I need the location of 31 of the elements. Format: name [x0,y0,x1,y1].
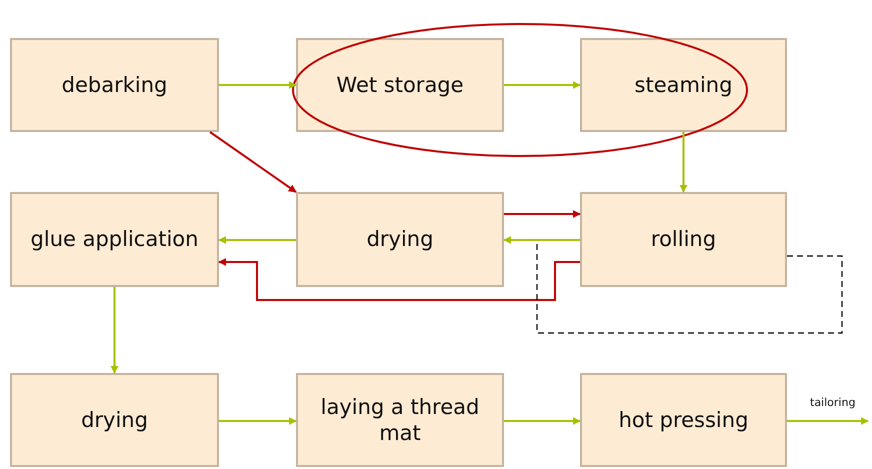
step-label: glue application [30,226,198,253]
step-label: drying [81,406,148,434]
arrow [219,417,297,425]
arrow [218,236,296,244]
process-box [580,373,787,467]
process-box [580,38,787,132]
arrow [504,417,581,425]
arrow [218,258,580,301]
step-label: Wet storage [336,72,464,98]
step-label: drying [366,226,434,253]
edge-label: tailoring [810,396,856,409]
process-box [296,192,504,287]
arrow [503,236,580,244]
arrow [209,131,297,193]
process-box [296,38,504,132]
process-box [10,373,219,467]
process-box [10,38,219,132]
process-box [580,192,787,287]
arrow [504,210,581,218]
arrow [219,81,297,89]
step-label: laying a thread mat [320,394,480,446]
step-label: rolling [650,226,716,253]
arrow [110,287,118,374]
arrow [680,132,688,193]
step-label: steaming [634,72,732,98]
process-box [10,192,219,287]
process-box [296,373,504,467]
arrow [504,81,581,89]
step-label: hot pressing [618,406,748,434]
arrow [787,417,869,425]
step-label: debarking [62,72,168,98]
